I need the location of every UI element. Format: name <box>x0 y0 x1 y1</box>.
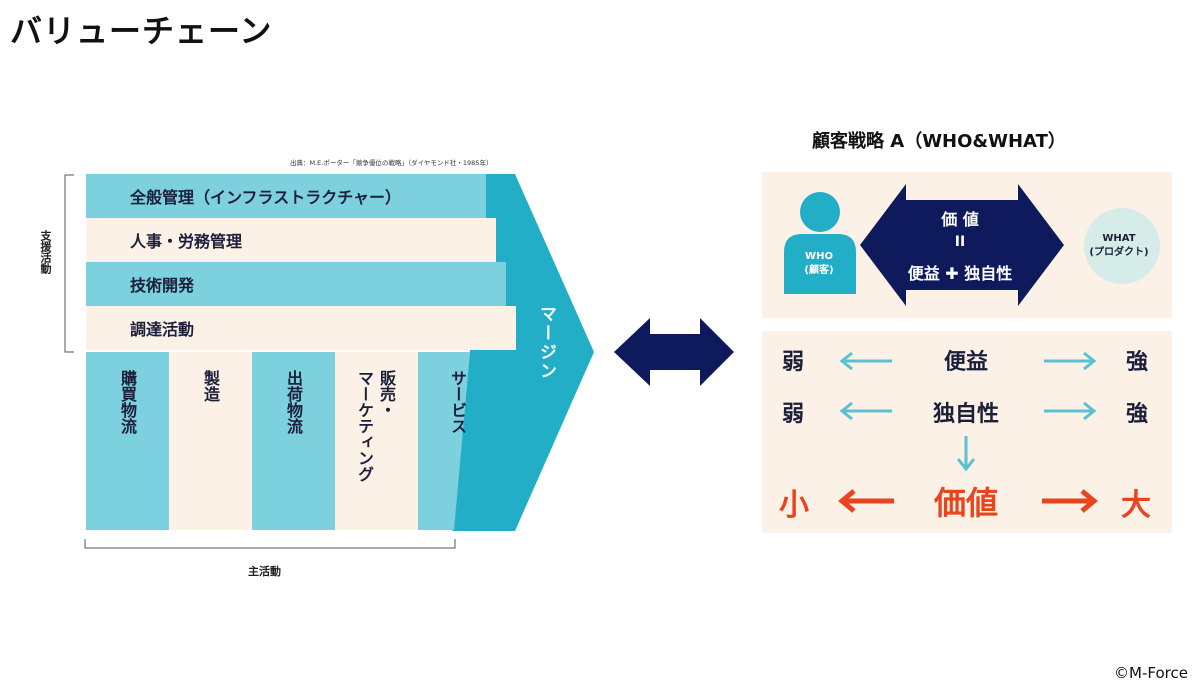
primary-col-operations: 製造 <box>169 352 252 530</box>
page-title: バリューチェーン <box>10 12 273 50</box>
value-formula-uniqueness: 独自性 <box>964 264 1013 283</box>
support-row-procurement: 調達活動 <box>86 306 516 350</box>
small-label: 小 <box>779 488 809 523</box>
strong-label: 強 <box>1125 350 1148 375</box>
arrow-right-bold-icon <box>1042 489 1098 513</box>
primary-col-service-label: サービス <box>448 370 467 434</box>
service-col-edge <box>418 352 470 530</box>
value-equals: II <box>954 234 966 250</box>
benefit-label: 便益 <box>943 350 988 375</box>
primary-activities-label: 主活動 <box>248 565 281 578</box>
value-comparison-panel <box>762 331 1172 533</box>
margin-label: マージン <box>536 305 556 381</box>
support-activities-label: 支援活動 <box>39 230 52 274</box>
value-formula-benefit: 便益 <box>907 264 940 283</box>
value-title: 価 値 <box>941 210 979 229</box>
arrow-left-icon <box>839 401 892 421</box>
value-formula: 便益 ✚ 独自性 <box>880 260 1040 284</box>
double-arrow-icon <box>614 318 734 386</box>
who-label: WHO (顧客) <box>804 251 834 276</box>
support-row-technology: 技術開発 <box>86 262 506 306</box>
primary-col-marketing-sales: 販売・ マーケティング <box>335 352 418 530</box>
plus-icon: ✚ <box>945 264 959 283</box>
support-bracket <box>64 174 74 353</box>
weak-label: 弱 <box>781 350 804 375</box>
support-row-label: 技術開発 <box>130 276 195 295</box>
primary-col-outbound-logistics: 出荷物流 <box>252 352 335 530</box>
weak-label: 弱 <box>781 402 804 427</box>
uniqueness-label: 独自性 <box>932 402 999 427</box>
value-arrow-icon <box>860 184 1064 306</box>
value-result-label: 価値 <box>933 484 998 522</box>
support-row-label: 全般管理（インフラストラクチャー） <box>130 188 402 207</box>
copyright: ©M-Force <box>1114 664 1188 682</box>
primary-col-label: 購買物流 <box>118 370 137 434</box>
arrow-left-icon <box>839 351 892 371</box>
support-row-label: 調達活動 <box>130 320 195 339</box>
strong-label: 強 <box>1125 402 1148 427</box>
what-product-icon <box>1084 208 1160 284</box>
who-person-icon <box>784 192 856 294</box>
large-label: 大 <box>1121 488 1151 523</box>
support-row-hr: 人事・労務管理 <box>86 218 496 262</box>
primary-col-label: 製造 <box>201 370 220 402</box>
arrow-right-icon <box>1044 351 1097 371</box>
source-note: 出典：M.E.ポーター「競争優位の戦略」（ダイヤモンド社・1985年） <box>290 159 493 167</box>
primary-col-label: 出荷物流 <box>284 370 303 434</box>
support-row-infrastructure: 全般管理（インフラストラクチャー） <box>86 174 486 218</box>
arrow-right-icon <box>1044 401 1097 421</box>
arrow-left-bold-icon <box>838 489 894 513</box>
primary-bracket <box>84 539 456 549</box>
primary-col-inbound-logistics: 購買物流 <box>86 352 169 530</box>
strategy-title: 顧客戦略 A（WHO&WHAT） <box>812 131 1066 152</box>
arrow-down-icon <box>956 436 976 472</box>
support-row-label: 人事・労務管理 <box>130 232 243 251</box>
what-label: WHAT (プロダクト) <box>1089 233 1149 258</box>
primary-col-label: 販売・ マーケティング <box>355 370 396 482</box>
